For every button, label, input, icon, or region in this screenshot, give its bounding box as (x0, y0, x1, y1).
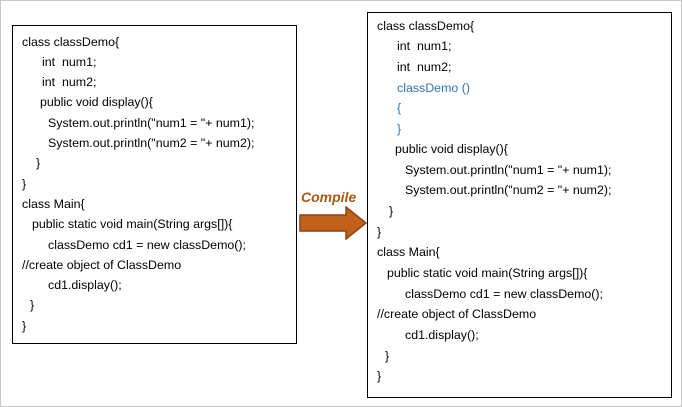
code-line: int num2; (42, 75, 97, 89)
code-line: //create object of ClassDemo (22, 258, 182, 272)
code-line: int num2; (397, 60, 452, 74)
code-line: int num1; (42, 55, 97, 69)
code-line: //create object of ClassDemo (377, 307, 537, 321)
code-line: } (377, 369, 382, 383)
code-line: class Main{ (22, 197, 85, 211)
code-line: cd1.display(); (405, 328, 479, 342)
code-line: } (22, 177, 27, 191)
code-line: int num1; (397, 39, 452, 53)
code-line: } (385, 349, 390, 363)
compiled-code-box: class classDemo{ int num1; int num2; cla… (367, 12, 672, 398)
compile-label: Compile (301, 189, 357, 205)
default-constructor-line: } (397, 122, 402, 136)
default-constructor-line: classDemo () (397, 81, 470, 95)
code-line: } (389, 204, 394, 218)
code-line: classDemo cd1 = new classDemo(); (405, 287, 603, 301)
code-line: } (30, 298, 35, 312)
code-line: class classDemo{ (22, 35, 120, 49)
code-line: System.out.println("num2 = "+ num2); (48, 136, 255, 150)
code-line: cd1.display(); (48, 278, 122, 292)
source-code-box: class classDemo{ int num1; int num2; pub… (12, 25, 297, 344)
code-line: class classDemo{ (377, 19, 475, 33)
code-line: System.out.println("num2 = "+ num2); (405, 183, 612, 197)
default-constructor-line: { (397, 101, 402, 115)
code-line: System.out.println("num1 = "+ num1); (405, 163, 612, 177)
code-line: class Main{ (377, 245, 440, 259)
code-line: public void display(){ (40, 95, 153, 109)
code-line: classDemo cd1 = new classDemo(); (48, 238, 246, 252)
code-line: public void display(){ (395, 142, 508, 156)
code-line: System.out.println("num1 = "+ num1); (48, 116, 255, 130)
code-line: public static void main(String args[]){ (387, 266, 588, 280)
compile-arrow-icon (299, 206, 368, 240)
code-line: } (22, 319, 27, 333)
code-line: public static void main(String args[]){ (32, 217, 233, 231)
code-line: } (377, 225, 382, 239)
code-line: } (36, 156, 41, 170)
